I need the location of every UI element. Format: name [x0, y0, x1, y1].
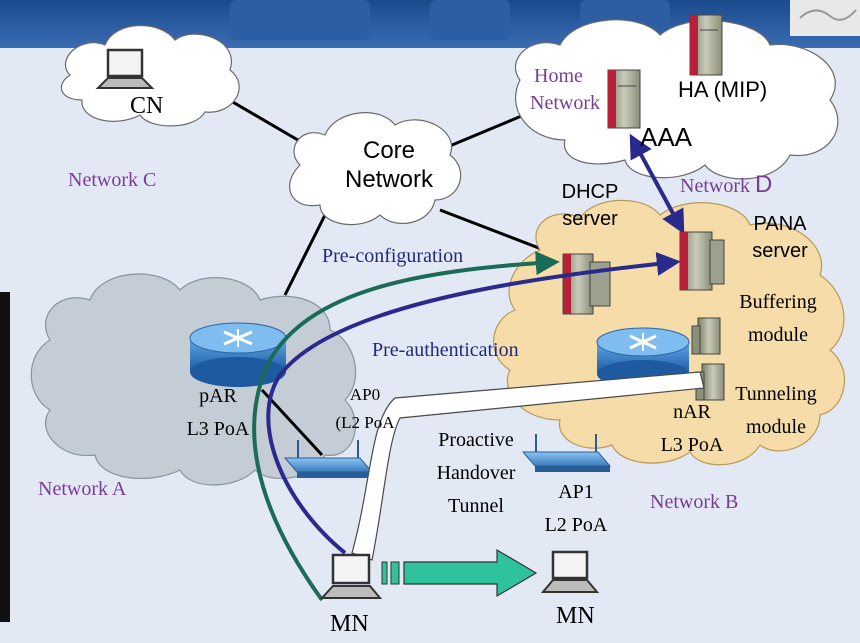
- pana-server-icon: [679, 231, 725, 291]
- buffering-module-label: Buffering module: [724, 292, 832, 346]
- dhcp-line1: DHCP: [561, 181, 619, 203]
- network-a-label: Network A: [38, 478, 127, 500]
- aaa-server-icon: [607, 69, 641, 129]
- movement-arrow: [381, 548, 538, 598]
- cn-laptop-icon: [95, 48, 155, 89]
- tunnel-line3: Tunnel: [448, 495, 504, 517]
- preauthentication-label: Pre-authentication: [372, 339, 519, 361]
- aaa-label: AAA: [640, 122, 693, 152]
- core-network-line1: Core: [362, 137, 416, 164]
- network-b-label: Network B: [650, 491, 739, 513]
- preconfiguration-label: Pre-configuration: [322, 245, 464, 267]
- ha-label: HA (MIP): [678, 77, 768, 102]
- ap0-line2: (L2 PoA: [335, 412, 395, 432]
- network-d-cloud: [514, 19, 839, 180]
- preconfiguration-path: [252, 251, 560, 602]
- pana-line1: PANA: [753, 213, 807, 235]
- par-label: pAR L3 PoA: [168, 386, 268, 440]
- network-c-label: Network C: [68, 169, 157, 191]
- proactive-handover-tunnel: [351, 371, 705, 561]
- nar-line2: L3 PoA: [660, 434, 724, 456]
- pana-server-label: PANA server: [732, 214, 828, 262]
- buffering-module-icon: [691, 317, 721, 355]
- mn-laptop-old-icon: [319, 553, 383, 599]
- core-network-cloud: [289, 112, 462, 226]
- network-d-letter: D: [754, 171, 773, 198]
- buffering-line1: Buffering: [739, 291, 817, 313]
- dhcp-server-icon: [562, 253, 611, 315]
- mn-laptop-new-icon: [540, 550, 600, 593]
- buffering-line2: module: [748, 324, 808, 346]
- mn-new-label: MN: [556, 603, 595, 629]
- ha-server-icon: [689, 14, 723, 76]
- home-network-line1: Home: [534, 65, 583, 87]
- tunneling-line1: Tunneling: [735, 383, 817, 405]
- nar-label: nAR L3 PoA: [642, 402, 742, 456]
- ap1-line1: AP1: [558, 481, 594, 503]
- dhcp-line2: server: [562, 208, 618, 230]
- tunneling-line2: module: [746, 416, 806, 438]
- home-network-label: Home Network: [530, 66, 600, 114]
- ap1-label: AP1 L2 PoA: [536, 482, 616, 536]
- aaa-pana-link: [629, 133, 685, 235]
- cn-label: CN: [130, 93, 164, 119]
- tunnel-label: Proactive Handover Tunnel: [424, 430, 528, 517]
- ap1-line2: L2 PoA: [544, 514, 608, 536]
- network-c-cloud: [60, 25, 240, 127]
- par-ap0-link: [260, 388, 324, 457]
- left-edge-bar: [0, 292, 10, 622]
- tunnel-line1: Proactive: [438, 429, 514, 451]
- network-d-label: Network D: [680, 172, 772, 197]
- network-d-prefix: Network: [680, 175, 755, 197]
- home-network-line2: Network: [530, 92, 600, 114]
- core-network-label: Core Network: [338, 137, 440, 194]
- par-line1: pAR: [199, 385, 237, 407]
- ap1-access-point-icon: [521, 434, 612, 472]
- tunnel-line2: Handover: [436, 462, 516, 484]
- dhcp-server-label: DHCP server: [548, 182, 632, 230]
- mn-old-label: MN: [330, 611, 369, 637]
- core-network-line2: Network: [344, 166, 434, 194]
- ap0-label: AP0 (L2 PoA: [332, 386, 398, 432]
- tunneling-module-label: Tunneling module: [722, 384, 830, 438]
- preauthentication-path: [266, 252, 681, 555]
- pana-line2: server: [752, 240, 808, 262]
- nar-line1: nAR: [673, 401, 711, 423]
- ap0-line1: AP0: [349, 385, 381, 404]
- par-line2: L3 PoA: [186, 418, 250, 440]
- network-a-cloud: [30, 273, 357, 486]
